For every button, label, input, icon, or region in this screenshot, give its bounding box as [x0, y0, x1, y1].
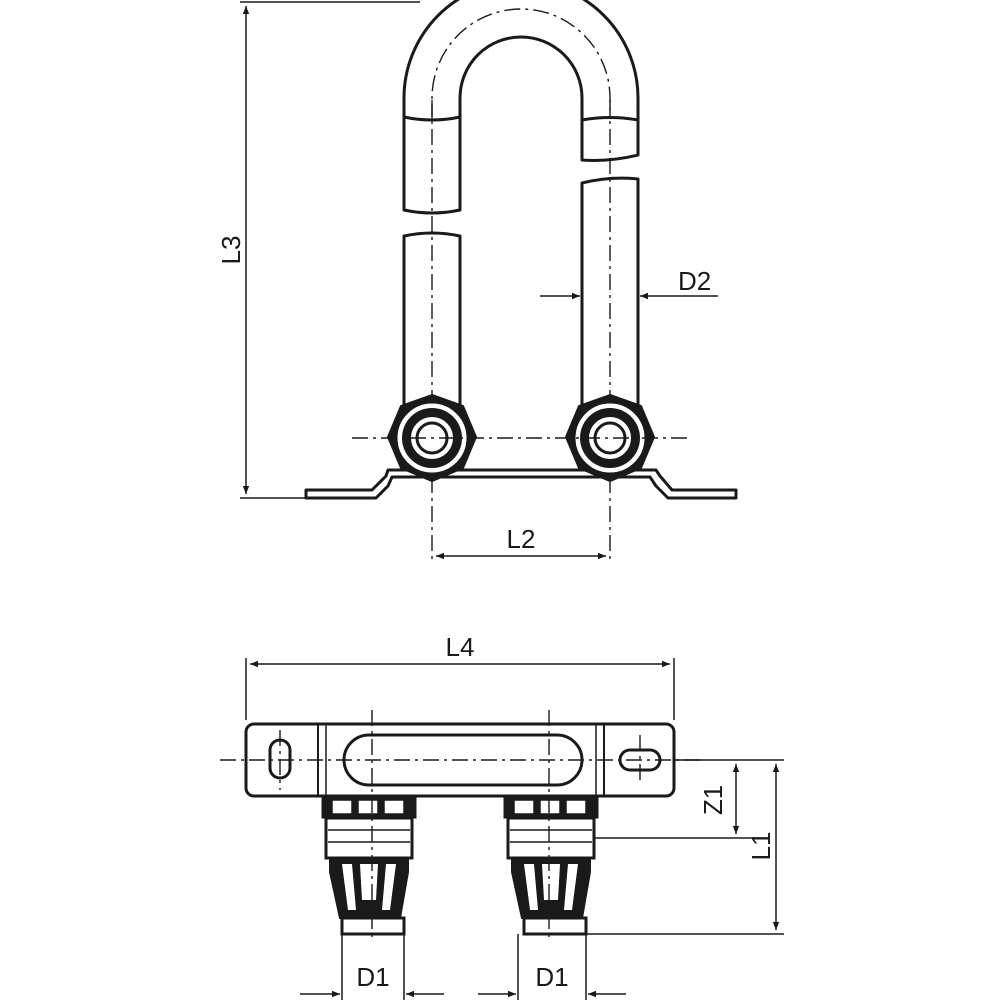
- d1-left-label: D1: [356, 962, 389, 992]
- left-outlet-fitting: [321, 795, 417, 936]
- l3-label: L3: [216, 236, 246, 265]
- right-pipe-lower: [580, 176, 640, 420]
- bottom-view: L4 Z1 L1 D1 D1: [220, 632, 784, 1000]
- l1-label: L1: [746, 832, 776, 861]
- u-bend-centerline: [431, 8, 611, 120]
- mounting-bracket-profile: [304, 468, 738, 500]
- l4-label: L4: [446, 632, 475, 662]
- z1-label: Z1: [698, 785, 728, 815]
- u-bend-inner: [458, 35, 584, 120]
- right-fitting: [564, 393, 656, 483]
- d2-label: D2: [678, 266, 711, 296]
- l2-label: L2: [507, 524, 536, 554]
- right-outlet-fitting: [503, 795, 599, 936]
- top-view: L3 D2 L2: [216, 0, 738, 560]
- u-bend-outer: [402, 0, 640, 120]
- d1-right-label: D1: [535, 962, 568, 992]
